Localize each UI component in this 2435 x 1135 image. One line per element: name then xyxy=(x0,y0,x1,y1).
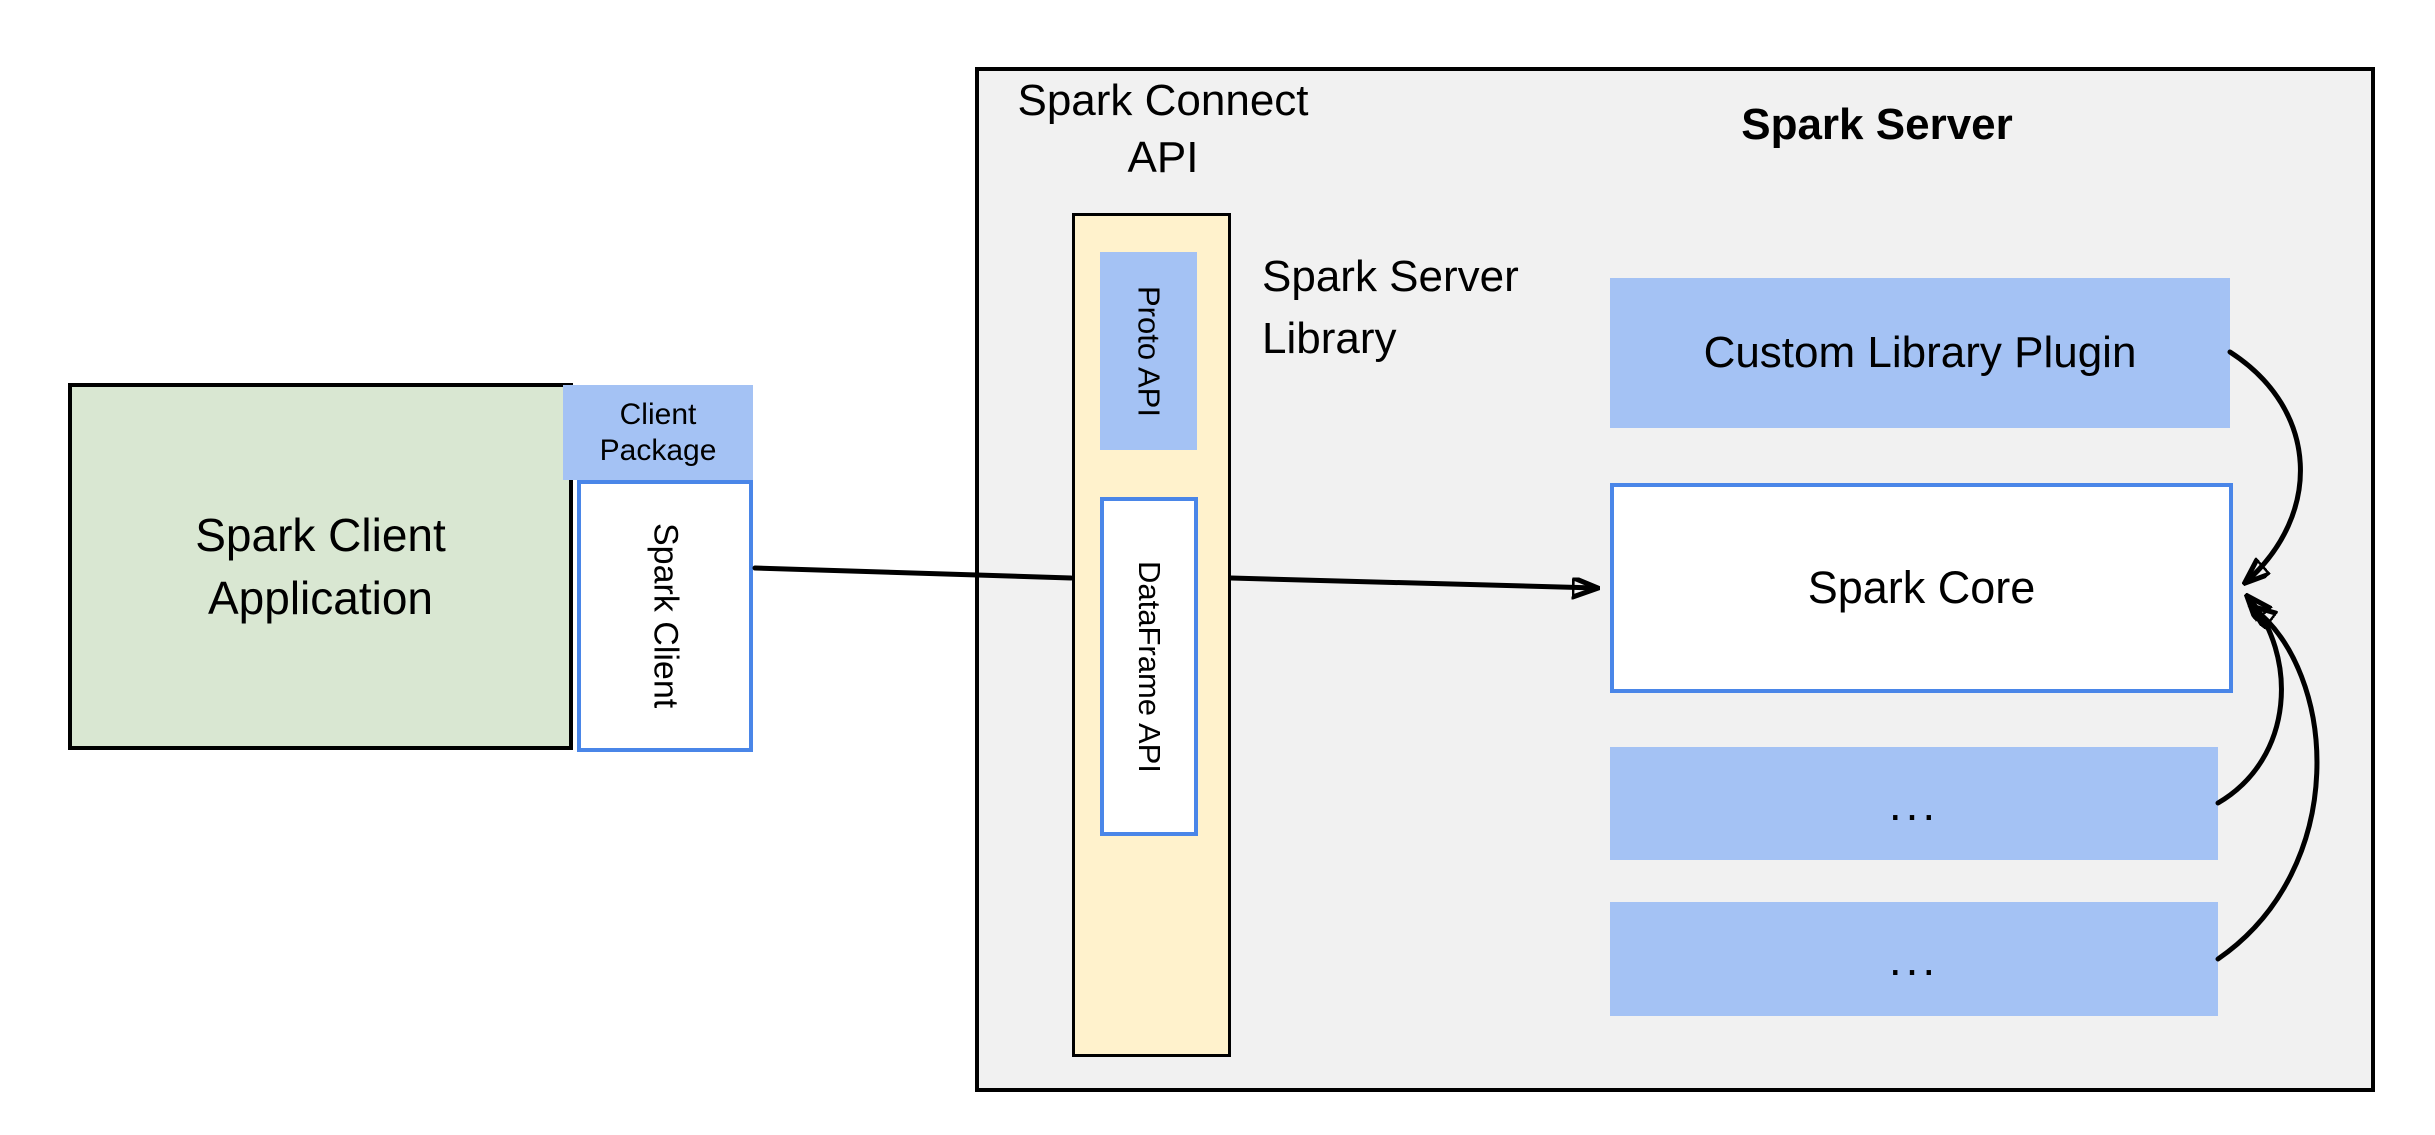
dataframe-api-label: DataFrame API xyxy=(1132,560,1167,773)
spark-server-library-label-line2: Library xyxy=(1262,314,1397,364)
spark-client-application-box: Spark Client Application xyxy=(68,383,573,750)
ellipsis-box-1-label: ... xyxy=(1888,777,1940,830)
ellipsis-box-1: ... xyxy=(1610,747,2218,860)
custom-library-plugin-box: Custom Library Plugin xyxy=(1610,278,2230,428)
spark-connect-api-title-line1: Spark Connect xyxy=(1017,76,1309,125)
spark-server-library-label: Spark Server Library xyxy=(1262,246,1519,371)
client-package-label-line1: Client xyxy=(619,397,697,431)
spark-client-box: Spark Client xyxy=(577,480,753,752)
proto-api-label: Proto API xyxy=(1131,285,1167,417)
spark-server-library-label-line1: Spark Server xyxy=(1262,252,1519,301)
spark-client-application-label-line2: Application xyxy=(207,571,434,624)
proto-api-box: Proto API xyxy=(1100,252,1197,450)
spark-server-title: Spark Server xyxy=(1741,100,2013,149)
spark-connect-api-title-line2: API xyxy=(1127,133,1199,183)
spark-core-box: Spark Core xyxy=(1610,483,2233,693)
client-package-box: Client Package xyxy=(563,385,753,480)
spark-core-label: Spark Core xyxy=(1807,562,2036,613)
spark-client-label: Spark Client xyxy=(646,523,685,709)
ellipsis-box-2: ... xyxy=(1610,902,2218,1016)
ellipsis-box-2-label: ... xyxy=(1888,933,1940,985)
custom-library-plugin-label: Custom Library Plugin xyxy=(1703,328,2137,377)
client-package-label-line2: Package xyxy=(599,433,717,467)
spark-connect-api-title: Spark Connect API xyxy=(1013,72,1313,186)
spark-client-application-label-line1: Spark Client xyxy=(195,509,446,562)
dataframe-api-box: DataFrame API xyxy=(1100,497,1198,836)
